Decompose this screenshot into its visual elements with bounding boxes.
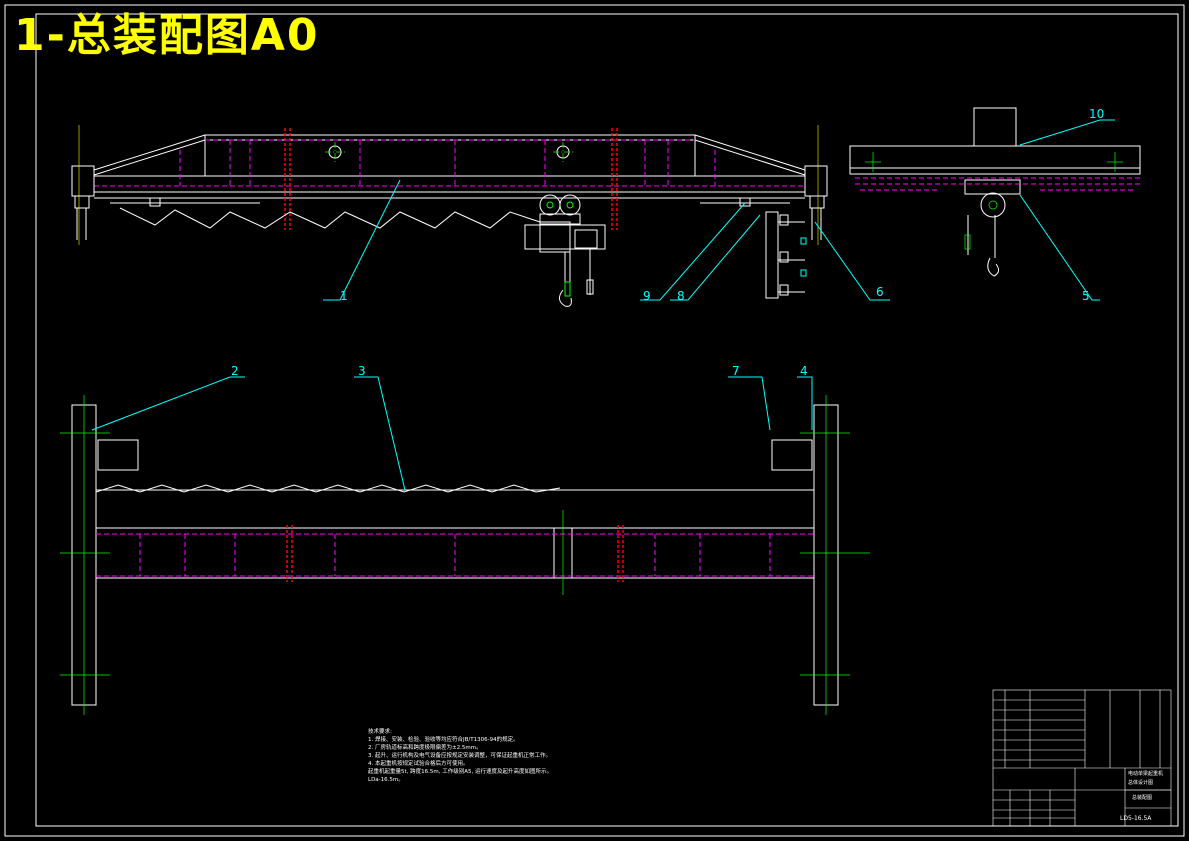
section-marks bbox=[284, 128, 618, 230]
balloon-6: 6 bbox=[876, 285, 884, 299]
balloon-5: 5 bbox=[1082, 289, 1090, 303]
balloon-10: 10 bbox=[1089, 107, 1105, 121]
balloon-9: 9 bbox=[643, 289, 651, 303]
sheet-border bbox=[4, 4, 1185, 837]
notes-line: 2. 厂房轨道标高和跨度极限偏差为±2.5mm。 bbox=[368, 745, 482, 751]
balloon-2: 2 bbox=[231, 364, 239, 378]
end-carriage-left bbox=[71, 165, 95, 240]
balloon-7: 7 bbox=[732, 364, 740, 378]
notes-line: 4. 本起重机按规定试验合格后方可使用。 bbox=[368, 761, 469, 767]
festoon-cable bbox=[110, 197, 790, 229]
balloon-3: 3 bbox=[358, 364, 366, 378]
drawing-title: 1-总装配图A0 bbox=[14, 10, 320, 61]
girder-holes bbox=[328, 145, 570, 159]
side-view bbox=[849, 107, 1141, 277]
leader-lines bbox=[91, 119, 1115, 491]
title-block-drawing-no: LD5-16.5A bbox=[1120, 815, 1152, 822]
notes-line: LDa-16.5m。 bbox=[368, 777, 404, 783]
plan-view bbox=[60, 395, 870, 715]
main-girder bbox=[93, 134, 806, 199]
control-box bbox=[765, 211, 805, 299]
notes-line: 1. 焊接、安装、检验、验收等均应符合JB/T1306-94的规定。 bbox=[368, 737, 519, 743]
title-block-part-name: 总装配图 bbox=[1132, 795, 1153, 801]
girder-hidden-lines bbox=[94, 139, 805, 187]
title-block-company-1: 电动单梁起重机 bbox=[1128, 771, 1164, 777]
notes-line: 3. 起升、运行机构及电气设备应按规定安装调整，可保证起重机正常工作。 bbox=[368, 753, 551, 759]
notes-line: 起重机起重量5t, 跨度16.5m, 工作级别A5, 运行速度及起升高度如图所示… bbox=[368, 769, 553, 775]
balloon-1: 1 bbox=[340, 289, 348, 303]
title-block bbox=[992, 689, 1172, 827]
front-elevation-view bbox=[71, 125, 828, 307]
technical-notes: 技术要求: 1. 焊接、安装、检验、验收等均应符合JB/T1306-94的规定。… bbox=[368, 728, 552, 784]
balloon-4: 4 bbox=[800, 364, 808, 378]
balloon-8: 8 bbox=[677, 289, 685, 303]
title-block-company-2: 总体设计图 bbox=[1128, 780, 1154, 786]
end-carriage-right bbox=[804, 165, 828, 240]
notes-heading: 技术要求: bbox=[368, 729, 392, 735]
